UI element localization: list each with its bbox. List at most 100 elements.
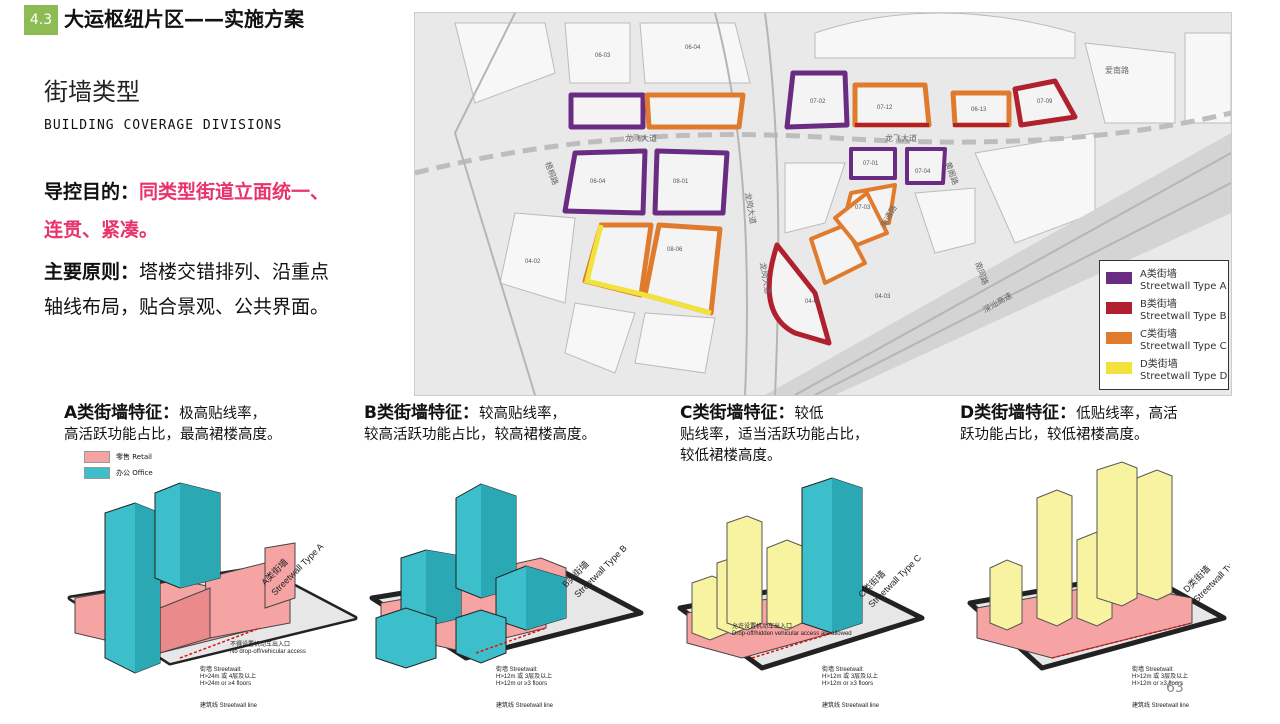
principle-text2: 轴线布局，贴合景观、公共界面。: [44, 296, 330, 318]
lot-code: 04-03: [875, 294, 891, 300]
legend-swatch: [1106, 272, 1132, 284]
legend-swatch: [1106, 302, 1132, 314]
office-swatch: [84, 467, 110, 479]
key-retail: 零售 Retail: [84, 451, 152, 463]
annotation: H>12m 或 3层及以上: [1132, 672, 1188, 680]
lot-code: 07-12: [877, 105, 893, 111]
annotation: H>24m or ≥4 floors: [200, 681, 251, 687]
annotation: H>12m 或 3层及以上: [822, 672, 878, 680]
annotation: 街墙 Streetwall:: [200, 665, 242, 673]
legend-label-cn: B类街墙: [1140, 299, 1177, 310]
legend-label-en: Streetwall Type A: [1140, 281, 1227, 292]
type-a-desc1: 极高贴线率，: [179, 406, 267, 422]
type-b-desc2: 较高活跃功能占比，较高裙楼高度。: [364, 427, 596, 443]
control-label: 导控目的：: [44, 181, 140, 203]
type-b-desc1: 较高贴线率，: [478, 406, 566, 422]
retail-swatch: [84, 451, 110, 463]
lot-code: 06-04: [590, 179, 606, 185]
diagram-type-b: B类街墙 Streetwall Type B 街墙 Streetwall: H>…: [366, 458, 646, 720]
diagram-a-drawing: A类街墙 Streetwall Type A 不得设置机动车出入口 No dro…: [67, 482, 358, 709]
diagram-type-a: A类街墙 Streetwall Type A 不得设置机动车出入口 No dro…: [60, 458, 360, 720]
diagram-type-c: C类街墙 Streetwall Type C 允许设置机动车出入口 Drop-o…: [672, 458, 942, 720]
annotation: H>12m or ≥3 floors: [496, 681, 547, 687]
legend-label-en: Streetwall Type B: [1140, 311, 1227, 322]
lot-code: 07-04: [915, 169, 931, 175]
annotation: Drop-off/hidden vehicular access are all…: [732, 631, 852, 637]
lot-code: 06-04: [685, 45, 701, 51]
site-map-drawing: 龙飞大道 龙飞大道 爱南路 龙岗大道 龙岗大道 梧桐路 黄阁路 南通路 南同路 …: [414, 12, 1232, 396]
annotation: No drop-off/vehicular access: [230, 649, 306, 655]
diagram-type-d: D类街墙 Streetwall Type D 街墙 Streetwall: H>…: [962, 458, 1249, 720]
legend-label-en: Streetwall Type C: [1140, 341, 1227, 352]
control-purpose-line1: 导控目的：同类型街道立面统一、: [44, 175, 384, 209]
type-c-desc: C类街墙特征：较低 贴线率，适当活跃功能占比， 较低裙楼高度。: [680, 403, 900, 467]
section-title: 街墙类型: [44, 78, 140, 106]
page-number: 63: [1166, 680, 1184, 696]
lot-code: 04-01: [805, 299, 821, 305]
section-subtitle: BUILDING COVERAGE DIVISIONS: [44, 118, 283, 133]
type-a-title: A类街墙特征：: [64, 403, 180, 423]
road-label: 龙飞大道: [625, 133, 657, 143]
principle-text1: 塔楼交错排列、沿重点: [139, 261, 330, 283]
type-b-title: B类街墙特征：: [364, 403, 479, 423]
lot-code: 07-09: [1037, 99, 1053, 105]
diagram-b-drawing: B类街墙 Streetwall Type B 街墙 Streetwall: H>…: [369, 483, 644, 709]
control-text2: 连贯、紧凑。: [44, 219, 159, 241]
lot-code: 07-03: [855, 205, 871, 211]
lot-code: 04-02: [525, 259, 541, 265]
lot-code: 06-03: [595, 53, 611, 59]
road-label: 龙飞大道: [885, 133, 917, 143]
annotation: H>12m 或 3层及以上: [496, 672, 552, 680]
section-number-badge: 4.3: [24, 5, 58, 35]
annotation: 建筑线 Streetwall line: [1132, 701, 1190, 709]
annotation: 建筑线 Streetwall line: [822, 701, 880, 709]
type-c-title: C类街墙特征：: [680, 403, 795, 423]
type-b-desc: B类街墙特征：较高贴线率， 较高活跃功能占比，较高裙楼高度。: [364, 403, 614, 446]
control-text1: 同类型街道立面统一、: [139, 181, 330, 203]
legend-label-en: Streetwall Type D: [1140, 371, 1228, 382]
annotation: 建筑线 Streetwall line: [200, 701, 258, 709]
type-d-desc: D类街墙特征：低贴线率，高活 跃功能占比，较低裙楼高度。: [960, 403, 1230, 446]
principle-label: 主要原则：: [44, 261, 140, 283]
key-office-label: 办公 Office: [116, 469, 153, 477]
annotation: 街墙 Streetwall:: [822, 665, 864, 673]
key-office: 办公 Office: [84, 467, 153, 479]
site-map: 龙飞大道 龙飞大道 爱南路 龙岗大道 龙岗大道 梧桐路 黄阁路 南通路 南同路 …: [414, 12, 1232, 396]
page-title: 大运枢纽片区——实施方案: [64, 7, 304, 31]
annotation: H>12m or ≥3 floors: [822, 681, 873, 687]
lot-code: 06-13: [971, 107, 987, 113]
legend-swatch: [1106, 332, 1132, 344]
key-retail-label: 零售 Retail: [116, 453, 153, 461]
type-a-desc2: 高活跃功能占比，最高裙楼高度。: [64, 427, 282, 443]
annotation: 街墙 Streetwall:: [496, 665, 538, 673]
lot-code: 07-02: [810, 99, 826, 105]
annotation: H>24m 或 4层及以上: [200, 672, 256, 680]
type-c-desc2: 贴线率，适当活跃功能占比，: [680, 427, 869, 443]
type-d-desc1: 低贴线率，高活: [1076, 406, 1178, 422]
type-d-title: D类街墙特征：: [960, 403, 1077, 423]
annotation: H>12m or ≥3 floors: [1132, 681, 1183, 687]
road-label: 爱南路: [1105, 65, 1129, 75]
lot-code: 08-06: [667, 247, 683, 253]
legend-label-cn: A类街墙: [1140, 269, 1177, 280]
lot-code: 08-01: [673, 179, 689, 185]
type-d-desc2: 跃功能占比，较低裙楼高度。: [960, 427, 1149, 443]
diagram-c-drawing: C类街墙 Streetwall Type C 允许设置机动车出入口 Drop-o…: [677, 477, 925, 709]
principle-line1: 主要原则：塔楼交错排列、沿重点: [44, 255, 384, 289]
legend-label-cn: C类街墙: [1140, 329, 1177, 340]
legend-swatch: [1106, 362, 1132, 374]
type-c-desc3: 较低裙楼高度。: [680, 448, 782, 464]
type-a-desc: A类街墙特征：极高贴线率， 高活跃功能占比，最高裙楼高度。: [64, 403, 334, 446]
annotation: 街墙 Streetwall:: [1132, 665, 1174, 673]
annotation: 不得设置机动车出入口: [230, 640, 290, 648]
legend-label-cn: D类街墙: [1140, 359, 1178, 370]
lot-code: 07-01: [863, 161, 879, 167]
type-c-desc1: 较低: [794, 406, 824, 422]
diagram-d-drawing: D类街墙 Streetwall Type D 街墙 Streetwall: H>…: [967, 461, 1249, 709]
annotation: 允许设置机动车出入口: [732, 622, 792, 630]
